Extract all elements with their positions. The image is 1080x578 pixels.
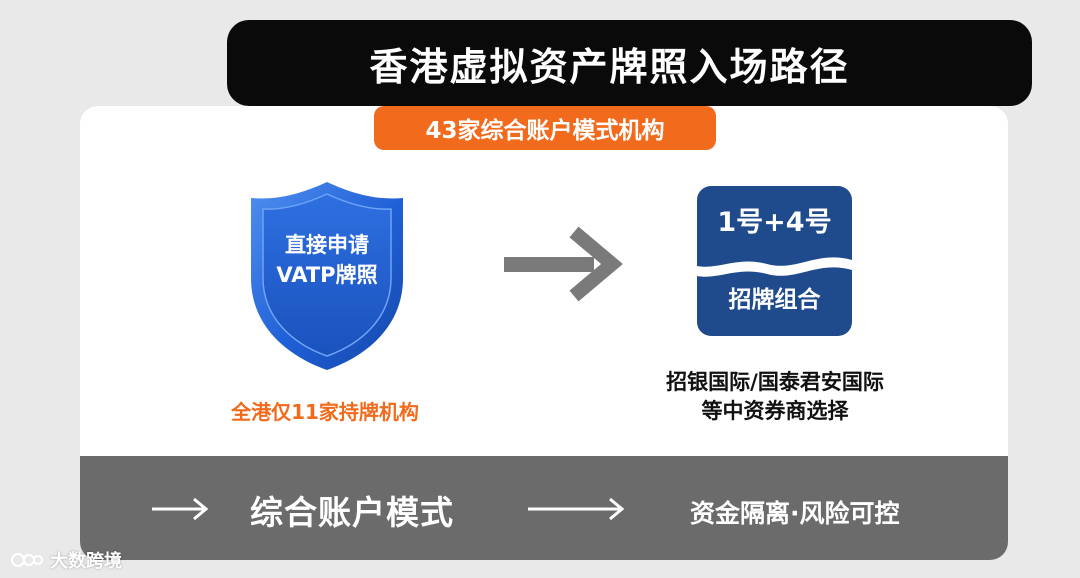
watermark-text: 大数跨境 (50, 551, 122, 572)
brokers-line-1: 招银国际/国泰君安国际 (666, 370, 884, 394)
arrow-right-icon (504, 226, 623, 302)
license-bottom-label: 招牌组合 (728, 287, 821, 313)
shield-icon (251, 182, 403, 370)
main-card: 43家综合账户模式机构 直接申请 VATP牌照 全港仅11家持牌机构 (80, 106, 1008, 560)
license-top-label: 1号+4号 (717, 207, 832, 238)
band-center-text: 综合账户模式 (250, 493, 454, 532)
license-combo-card: 1号+4号 招牌组合 (697, 186, 852, 336)
shield-line-1: 直接申请 (285, 233, 369, 257)
bottom-band: 综合账户模式 资金隔离·风险可控 (80, 456, 1008, 560)
arrow-right-icon (528, 497, 625, 521)
licensed-count-caption: 全港仅11家持牌机构 (231, 400, 419, 424)
broker-choices: 招银国际/国泰君安国际 等中资券商选择 (610, 368, 940, 426)
shield-line-2: VATP牌照 (276, 263, 378, 287)
arrow-right-icon (152, 497, 209, 521)
watermark: 大数跨境 (10, 547, 122, 573)
institution-count-tag: 43家综合账户模式机构 (374, 106, 716, 150)
license-stack-icon (697, 186, 852, 336)
page-title: 香港虚拟资产牌照入场路径 (369, 44, 850, 89)
logo-icon (11, 553, 43, 567)
title-banner: 香港虚拟资产牌照入场路径 (227, 20, 1032, 106)
brokers-line-2: 等中资券商选择 (701, 399, 849, 423)
band-right-text: 资金隔离·风险可控 (690, 499, 900, 528)
vatp-shield: 直接申请 VATP牌照 (245, 178, 409, 374)
tag-label: 43家综合账户模式机构 (425, 118, 665, 144)
